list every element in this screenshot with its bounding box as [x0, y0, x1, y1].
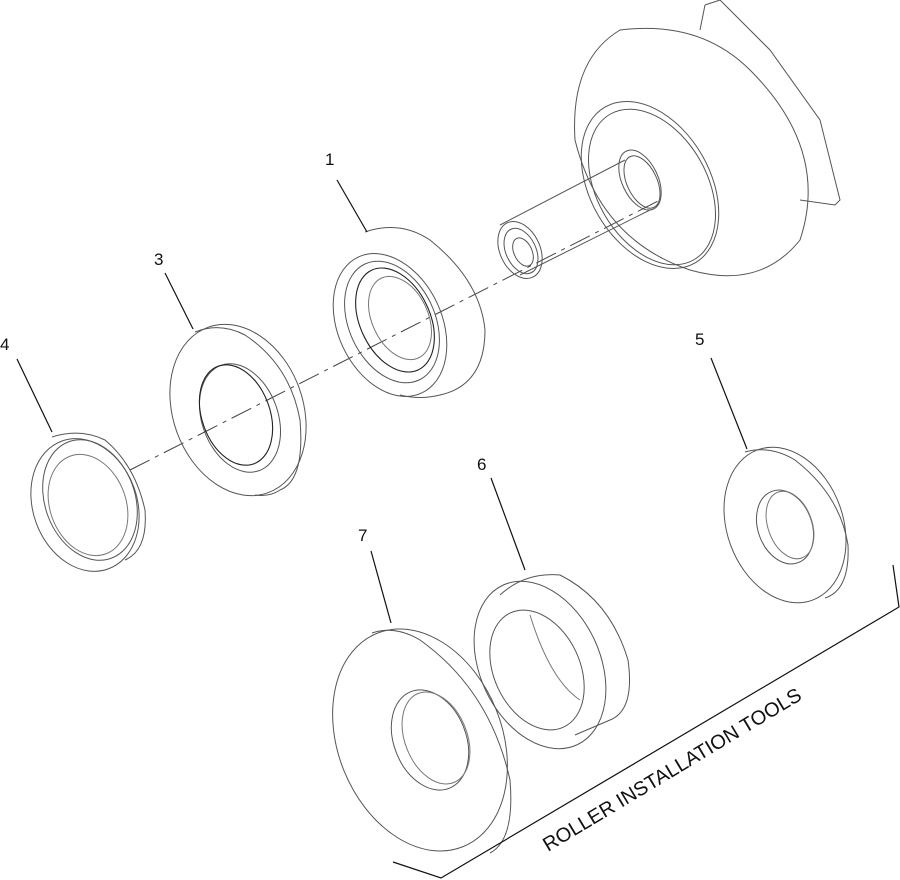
- leader-4: [16, 358, 53, 433]
- leader-3: [164, 272, 194, 330]
- callout-1: 1: [325, 150, 334, 169]
- callout-6: 6: [477, 455, 486, 474]
- assembly-axis: [129, 199, 661, 471]
- callout-4: 4: [0, 335, 9, 354]
- leader-5: [710, 357, 748, 450]
- roller-assembly: [497, 0, 841, 279]
- part-7-tool-washer-large: [332, 628, 512, 854]
- tools-bracket: [392, 564, 900, 879]
- leader-6: [490, 477, 526, 571]
- part-3-washer: [169, 323, 307, 497]
- part-6-tool-sleeve: [473, 574, 631, 750]
- part-5-tool-washer: [723, 446, 849, 604]
- roller-installation-tools-label: ROLLER INSTALLATION TOOLS: [539, 684, 805, 856]
- callout-7: 7: [358, 526, 367, 545]
- callout-3: 3: [154, 250, 163, 269]
- part-1-bearing: [332, 227, 486, 398]
- part-4-seal: [30, 432, 146, 572]
- leader-7: [370, 550, 392, 624]
- leader-1: [336, 179, 368, 233]
- callout-5: 5: [695, 330, 704, 349]
